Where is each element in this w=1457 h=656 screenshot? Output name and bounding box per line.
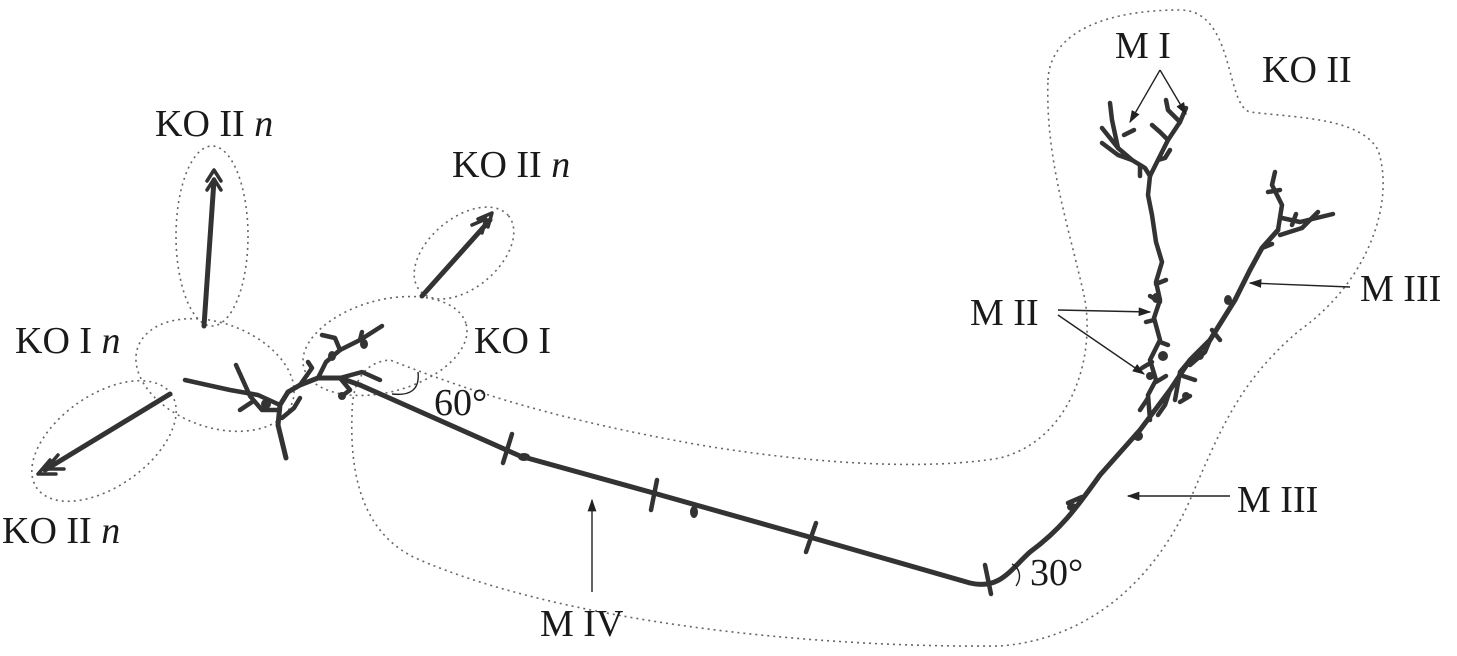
- branch-m3-right: [1155, 169, 1336, 418]
- zone-ko2n-bottom: [31, 379, 177, 503]
- label-angle-60: 60°: [434, 382, 487, 424]
- twig: [1107, 100, 1121, 151]
- twig: [1279, 211, 1336, 225]
- label-angle-30: 30°: [1030, 552, 1083, 594]
- label-ko2n-mid: KO II n: [452, 144, 570, 186]
- label-m1: M I: [1115, 25, 1171, 67]
- pointer-m1-left: [1129, 69, 1161, 124]
- label-m4: M IV: [540, 603, 624, 645]
- label-ko1n: KO I n: [15, 320, 121, 362]
- twig: [1149, 122, 1171, 143]
- twig: [1157, 339, 1171, 348]
- double-arrowhead-bottom-inner: [44, 453, 66, 471]
- pointer-m3-upper: [1248, 279, 1351, 288]
- label-ko2: KO II: [1262, 49, 1352, 91]
- twig: [1099, 140, 1135, 163]
- branch-m2-m1: [1099, 97, 1189, 423]
- vector-ko2n-top: [201, 177, 217, 329]
- label-m2: M II: [970, 292, 1039, 334]
- label-ko2n-bottom: KO II n: [2, 510, 120, 552]
- angle-arc-30: [1011, 563, 1021, 587]
- bud: [1158, 351, 1168, 361]
- bud: [261, 399, 271, 409]
- ko1n-axis: [275, 389, 291, 461]
- bud: [1146, 372, 1154, 380]
- pointer-m1-right: [1159, 69, 1187, 116]
- angle-arc-60: [391, 371, 419, 396]
- zone-ko2n-mid: [413, 206, 515, 300]
- bud: [328, 351, 336, 361]
- twig: [297, 359, 315, 388]
- vector-ko2n-bottom: [42, 391, 173, 473]
- bud: [1067, 503, 1077, 511]
- double-arrowhead-bottom-outer: [36, 458, 58, 476]
- twig: [1265, 187, 1283, 195]
- node-tick-1: [500, 431, 515, 466]
- bud: [1152, 293, 1160, 303]
- twig: [1209, 327, 1223, 343]
- label-m3-upper: M III: [1360, 268, 1441, 310]
- twig: [1180, 373, 1198, 383]
- zone-ko2n-top: [175, 145, 249, 327]
- twig: [1172, 357, 1193, 403]
- twig: [233, 362, 281, 413]
- twig: [1121, 127, 1137, 138]
- bud: [338, 392, 346, 400]
- bud: [1224, 295, 1232, 305]
- shoot-ko1: [285, 323, 385, 400]
- pointer-m2-a: [1057, 307, 1152, 317]
- node-tick-3: [803, 520, 819, 555]
- twig: [1153, 277, 1169, 287]
- node-tick-4: [982, 562, 994, 597]
- twig: [1259, 241, 1275, 251]
- twig: [279, 395, 303, 421]
- node-tick-2: [648, 477, 660, 513]
- vector-ko2n-mid: [419, 217, 493, 299]
- twig: [1163, 97, 1183, 125]
- double-arrowhead-mid-inner: [470, 217, 488, 235]
- twig: [1187, 337, 1213, 368]
- twig: [1153, 373, 1169, 385]
- twig: [1289, 211, 1299, 228]
- bud: [518, 453, 530, 461]
- double-arrowhead-top-inner: [205, 177, 223, 192]
- double-arrowhead-mid-outer: [476, 211, 494, 229]
- twig: [1137, 395, 1151, 413]
- twig: [1155, 147, 1173, 163]
- twig: [1277, 209, 1321, 238]
- bud: [1182, 392, 1190, 400]
- twig: [1155, 387, 1173, 418]
- bud: [360, 339, 368, 349]
- twig: [337, 369, 383, 383]
- twig: [315, 323, 385, 381]
- pointers: [587, 69, 1351, 592]
- double-arrowhead-top-outer: [205, 168, 223, 183]
- twig: [357, 329, 365, 343]
- label-m3-lower: M III: [1237, 479, 1318, 521]
- node-tick-5: [1065, 494, 1085, 506]
- label-ko2n-top: KO II n: [155, 103, 273, 145]
- bud: [1133, 431, 1143, 441]
- twig: [1143, 317, 1157, 325]
- twig: [1269, 169, 1285, 233]
- zone-ko2-large: [350, 9, 1384, 647]
- bud: [1196, 350, 1204, 360]
- twig: [237, 399, 255, 413]
- twig: [319, 332, 343, 353]
- bud: [690, 506, 698, 518]
- label-ko1: KO I: [474, 320, 551, 362]
- pointer-m2-b: [1057, 314, 1146, 375]
- shoot-ko1n: [182, 362, 303, 461]
- ko2n-vectors: [36, 168, 494, 476]
- zone-ko1n: [135, 317, 295, 433]
